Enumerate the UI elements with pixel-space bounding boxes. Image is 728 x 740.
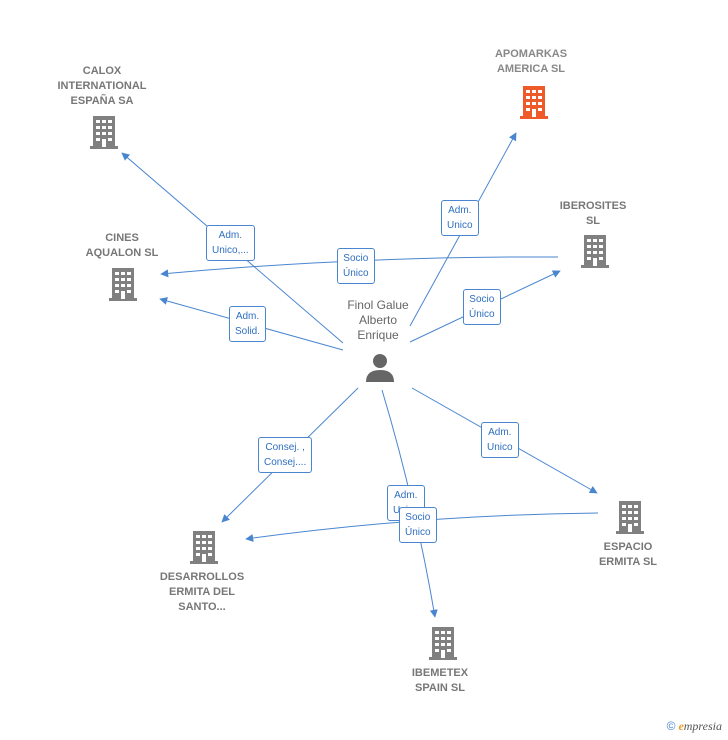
node-label-calox[interactable]: CALOX INTERNATIONAL ESPAÑA SA: [57, 65, 147, 107]
edge-label: Consej. , Consej....: [258, 437, 313, 473]
node-label-ibemetex[interactable]: IBEMETEX SPAIN SL: [411, 667, 469, 694]
building-icon: [109, 268, 137, 301]
node-label-apomarkas[interactable]: APOMARKAS AMERICA SL: [494, 48, 568, 75]
watermark: © empresia: [667, 719, 722, 734]
building-icon: [90, 116, 118, 149]
edge-label: Socio Único: [399, 507, 437, 543]
building-icon: [429, 627, 457, 660]
node-label-iberosites[interactable]: IBEROSITES SL: [559, 200, 627, 227]
brand-initial: e: [678, 719, 684, 733]
building-icon: [520, 86, 548, 119]
edge-label: Adm. Unico,...: [206, 225, 255, 261]
copyright-icon: ©: [666, 719, 676, 733]
person-name[interactable]: Finol Galue Alberto Enrique: [347, 298, 409, 342]
node-label-desarrollos[interactable]: DESARROLLOS ERMITA DEL SANTO...: [159, 571, 245, 613]
node-label-espacio[interactable]: ESPACIO ERMITA SL: [598, 541, 658, 568]
building-icon: [190, 531, 218, 564]
edge-label: Adm. Unico: [481, 422, 519, 458]
node-label-cines[interactable]: CINES AQUALON SL: [85, 232, 159, 259]
edge-label: Socio Único: [463, 289, 501, 325]
edge-label: Adm. Unico: [441, 200, 479, 236]
edge-label: Adm. Solid.: [229, 306, 267, 342]
person-icon: [366, 354, 394, 382]
edge-label: Socio Único: [337, 248, 375, 284]
building-icon: [616, 501, 644, 534]
building-icon: [581, 235, 609, 268]
brand-name: mpresia: [683, 719, 722, 733]
